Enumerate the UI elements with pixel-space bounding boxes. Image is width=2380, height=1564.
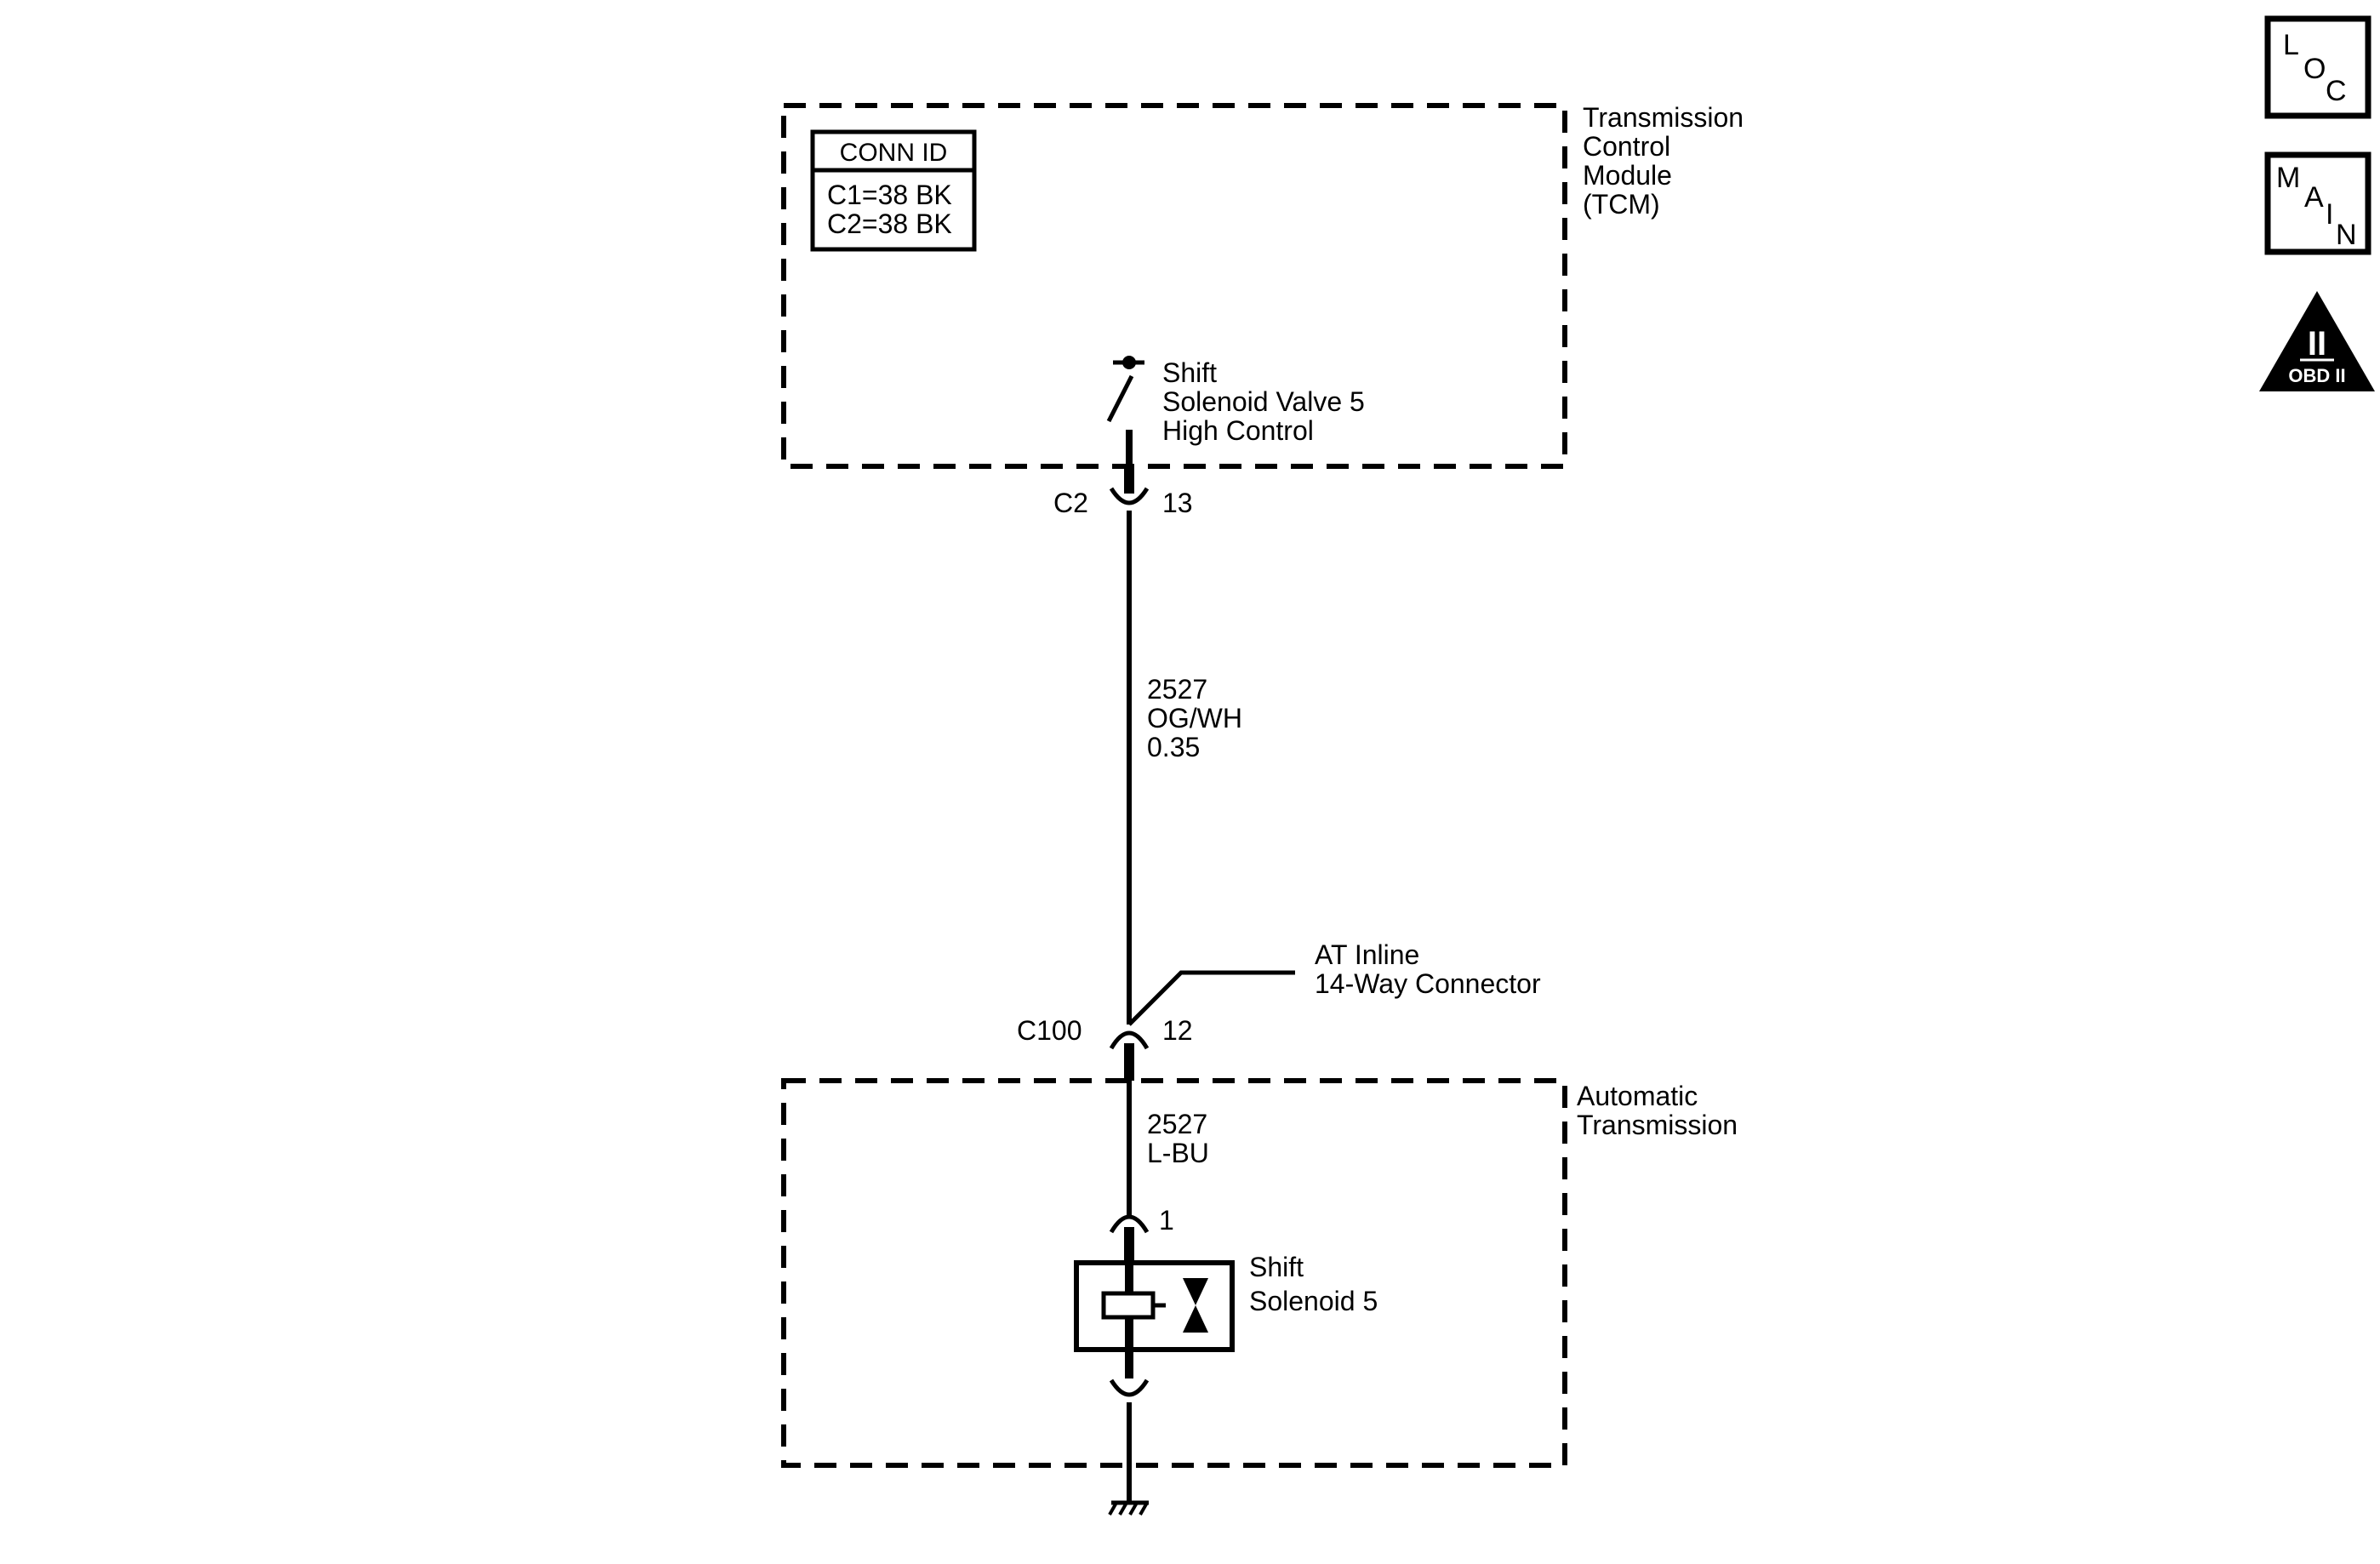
loc-badge-letter-1: L (2283, 29, 2299, 61)
solenoid-bottom-connector (1109, 1378, 1150, 1397)
tcm-label-line-3: Module (1583, 160, 1672, 191)
shift-solenoid-label-line-2: Solenoid 5 (1249, 1286, 1378, 1316)
switch-label-line-3: High Control (1162, 415, 1314, 446)
automatic-transmission-label: Automatic Transmission (1577, 1081, 1738, 1140)
conn-id-line-1: C1=38 BK (827, 180, 952, 210)
upper-wire-label: 2527 OG/WH 0.35 (1147, 674, 1242, 762)
inline-connector-label-line-1: AT Inline (1315, 939, 1419, 970)
tcm-label-line-4: (TCM) (1583, 189, 1660, 220)
main-badge-letter-1: M (2276, 162, 2300, 194)
main-badge-letter-2: A (2304, 181, 2324, 214)
shift-solenoid-component (1074, 1260, 1235, 1378)
lower-wire-label: 2527 L-BU (1147, 1109, 1209, 1168)
upper-wire-color: OG/WH (1147, 703, 1242, 733)
ground-icon (1108, 1500, 1149, 1515)
c2-connector-pin: 13 (1162, 488, 1193, 518)
loc-badge[interactable]: L O C (2264, 15, 2371, 119)
inline-connector-label-line-2: 14-Way Connector (1315, 968, 1541, 999)
conn-id-line-2: C2=38 BK (827, 208, 952, 239)
conn-id-box: CONN ID C1=38 BK C2=38 BK (810, 129, 977, 252)
lower-wire-color: L-BU (1147, 1138, 1209, 1168)
c100-connector-name: C100 (1017, 1015, 1082, 1046)
shift-solenoid-label-line-1: Shift (1249, 1252, 1304, 1282)
main-badge-letter-3: I (2326, 198, 2333, 231)
main-badge-letter-4: N (2336, 219, 2357, 251)
switch-label-line-2: Solenoid Valve 5 (1162, 386, 1365, 417)
automatic-transmission-label-line-2: Transmission (1577, 1110, 1738, 1140)
inline-connector-leader (1127, 970, 1295, 1026)
switch-label-line-1: Shift (1162, 357, 1217, 388)
loc-badge-letter-2: O (2303, 53, 2326, 85)
solenoid-pin-connector: 1 (1109, 1205, 1174, 1263)
c2-connector: C2 13 (1053, 466, 1193, 518)
obd-ii-badge-text: OBD II (2288, 365, 2345, 386)
conn-id-title: CONN ID (840, 139, 948, 167)
tcm-label: Transmission Control Module (TCM) (1583, 102, 1744, 220)
main-badge[interactable]: M A I N (2264, 151, 2371, 255)
c2-connector-name: C2 (1053, 488, 1088, 518)
automatic-transmission-label-line-1: Automatic (1577, 1081, 1698, 1111)
automatic-transmission-outline (781, 1078, 1567, 1468)
c100-connector-pin: 12 (1162, 1015, 1193, 1046)
upper-wire-gauge: 0.35 (1147, 732, 1200, 762)
lower-wire-circuit: 2527 (1147, 1109, 1207, 1139)
obd-ii-badge-numeral: II (2308, 325, 2326, 362)
shift-solenoid-label: Shift Solenoid 5 (1249, 1252, 1378, 1316)
tcm-label-line-1: Transmission (1583, 102, 1744, 133)
inline-connector-label: AT Inline 14-Way Connector (1315, 939, 1541, 999)
c100-connector: C100 12 (1017, 1015, 1193, 1081)
switch-label: Shift Solenoid Valve 5 High Control (1162, 357, 1365, 446)
shift-solenoid-valve-switch (1106, 356, 1144, 466)
tcm-label-line-2: Control (1583, 131, 1670, 162)
loc-badge-letter-3: C (2326, 75, 2347, 107)
obd-ii-badge[interactable]: II OBD II (2259, 291, 2375, 391)
upper-wire-circuit: 2527 (1147, 674, 1207, 705)
solenoid-pin-number: 1 (1159, 1205, 1174, 1236)
